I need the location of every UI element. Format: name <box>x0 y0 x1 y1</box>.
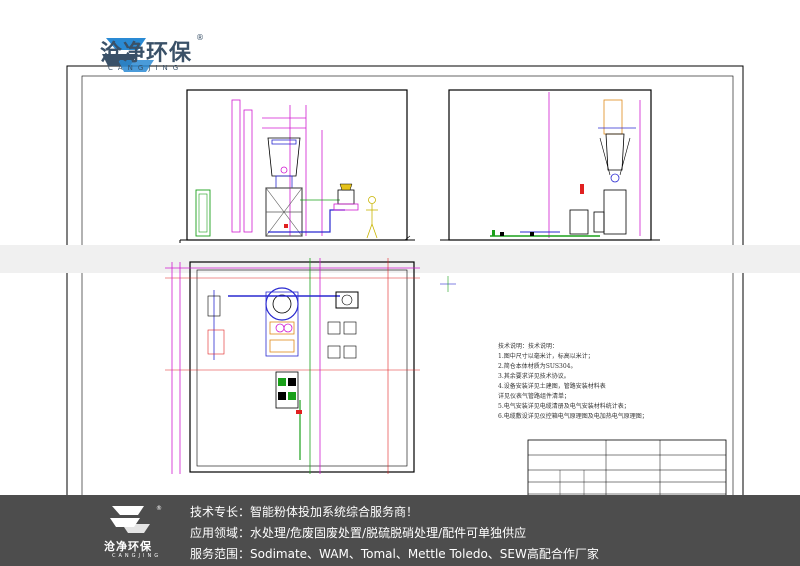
footer-line-service-scope: 服务范围：Sodimate、WAM、Tomal、Mettle Toledo、SE… <box>190 547 599 561</box>
footer-brand-name-en: CANGJING <box>112 553 162 559</box>
note-item: 3.其余要求详见技术协议。 <box>498 373 570 380</box>
footer-logo-icon <box>110 506 150 533</box>
footer-line-expertise: 技术专长：智能粉体投加系统综合服务商！ <box>190 505 419 519</box>
elevation-view-right <box>440 89 660 241</box>
notes-title: 技术说明：技术说明： <box>498 343 559 350</box>
note-item: 5.电气安装详见电缆清册及电气安装材料统计表； <box>498 403 630 410</box>
note-item: 4.设备安装详见土建图，管路安装材料表 <box>498 383 606 390</box>
registered-mark: ® <box>196 33 204 42</box>
note-item: 详见仪表气管路组件清单； <box>498 393 571 400</box>
note-item: 2.简仓本体材质为SUS304。 <box>498 363 577 370</box>
brand-name-cn: 沧净环保 <box>100 41 193 66</box>
note-item: 6.电缆敷设详见仪控箱电气原理图及电加热电气原理图； <box>498 413 648 420</box>
elevation-view-left <box>179 89 415 243</box>
footer-registered-mark: ® <box>156 505 162 512</box>
background-band <box>0 245 800 273</box>
sheet-outer-frame <box>66 65 744 519</box>
footer-brand-name-cn: 沧净环保 <box>104 540 152 553</box>
plan-view <box>165 258 456 474</box>
brand-name-en: CANGJING <box>108 64 184 72</box>
brand-logo-icon <box>102 38 154 72</box>
footer-line-applications: 应用领域：水处理/危废固废处置/脱硫脱硝处理/配件可单独供应 <box>190 526 527 540</box>
note-item: 1.图中尺寸以毫米计，标高以米计； <box>498 353 594 360</box>
technical-notes: 技术说明：技术说明： 1.图中尺寸以毫米计，标高以米计； 2.简仓本体材质为SU… <box>498 342 648 422</box>
